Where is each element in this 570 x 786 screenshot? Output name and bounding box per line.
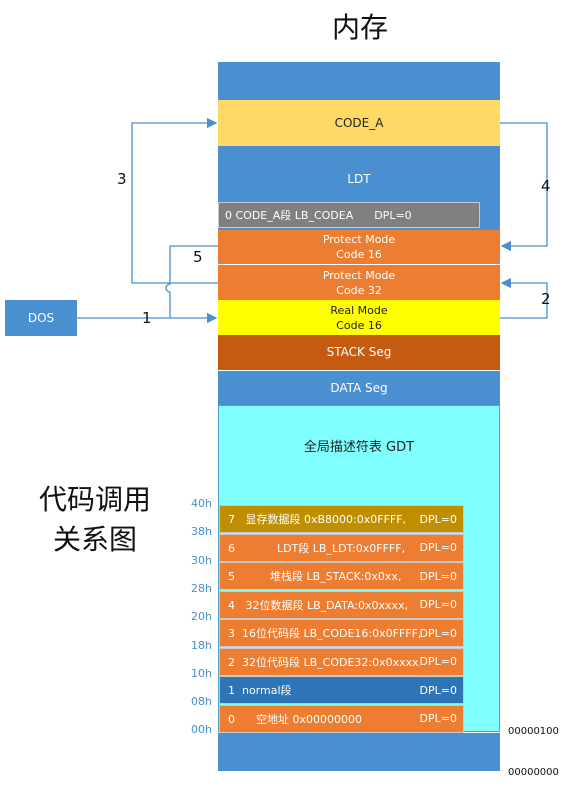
gdt-offset-label: 18h	[191, 638, 212, 652]
gdt-row-dpl: DPL=0	[419, 626, 457, 640]
gdt-row-descriptor: 6 LDT段 LB_LDT:0x0FFFF,	[228, 541, 406, 555]
gdt-row-descriptor: 4 32位数据段 LB_DATA:0x0xxxx,	[228, 598, 409, 612]
data-segment: DATA Seg	[218, 370, 500, 405]
gdt-row-descriptor: 2 32位代码段 LB_CODE32:0x0xxxx,	[228, 655, 420, 669]
protect32-line-1: Protect Mode	[322, 268, 396, 282]
protect32-line-2: Code 32	[336, 283, 382, 297]
gdt-row-dpl: DPL=0	[419, 512, 457, 526]
gdt-row-dpl: DPL=0	[419, 541, 457, 554]
arrow-label-5: 5	[193, 248, 203, 266]
gdt-row: 3 16位代码段 LB_CODE16:0x0FFFF,DPL=0	[219, 619, 464, 647]
gdt-row-descriptor: 7 显存数据段 0xB8000:0x0FFFF,	[228, 513, 407, 526]
page-title: 内存	[331, 11, 388, 44]
stack-label: STACK Seg	[326, 345, 392, 359]
side-title-line-2: 关系图	[52, 523, 137, 556]
memory-top-block	[218, 62, 500, 100]
gdt-row-descriptor: 1 normal段	[228, 684, 292, 697]
gdt-row-descriptor: 0 空地址 0x00000000	[228, 712, 362, 726]
gdt-offset-label: 40h	[191, 497, 212, 510]
protect-mode-32-segment: Protect Mode Code 32	[218, 265, 500, 300]
dos-label: DOS	[27, 311, 55, 325]
data-label: DATA Seg	[330, 380, 388, 395]
arrow-label-4: 4	[541, 177, 551, 195]
address-00000100: 00000100	[508, 726, 559, 737]
gdt-row: 7 显存数据段 0xB8000:0x0FFFF, DPL=0	[219, 505, 464, 533]
gdt-offset-label: 10h	[191, 666, 212, 680]
protect-mode-16-segment: Protect Mode Code 16	[218, 230, 500, 265]
arrow-label-1: 1	[142, 309, 152, 327]
gdt-row: 5 堆栈段 LB_STACK:0x0xx, DPL=0	[219, 562, 464, 590]
side-title: 代码调用 关系图	[20, 480, 170, 560]
arrow-2	[500, 277, 548, 319]
gdt-offset-label: 20h	[191, 610, 212, 624]
gdt-row-dpl: DPL=0	[419, 655, 457, 668]
code-a-label: CODE_A	[334, 115, 384, 130]
real-mode-segment: Real Mode Code 16	[218, 300, 500, 335]
gdt-row: 2 32位代码段 LB_CODE32:0x0xxxx,DPL=0	[219, 647, 464, 676]
arrow-label-3: 3	[117, 170, 127, 188]
gdt-offset-label: 08h	[191, 695, 212, 709]
gdt-offset-label: 28h	[191, 581, 212, 595]
gdt-row-descriptor: 5 堆栈段 LB_STACK:0x0xx,	[228, 570, 402, 583]
gdt-row-dpl: DPL=0	[419, 569, 457, 583]
ldt-entry-label: 0 CODE_A段 LB_CODEA DPL=0	[225, 208, 412, 222]
realmode-line-1: Real Mode	[330, 303, 388, 317]
gdt-offset-label: 00h	[191, 723, 212, 737]
stack-segment: STACK Seg	[218, 335, 500, 370]
gdt-offset-label: 38h	[191, 525, 212, 539]
gdt-row: 4 32位数据段 LB_DATA:0x0xxxx, DPL=0	[219, 590, 464, 619]
gdt-row-dpl: DPL=0	[419, 598, 457, 611]
dos-box: DOS	[5, 300, 77, 336]
address-00000000: 00000000	[508, 767, 559, 778]
gdt-row-dpl: DPL=0	[419, 712, 457, 725]
gdt-offset-label: 30h	[191, 553, 212, 567]
code-a-segment: CODE_A	[218, 100, 500, 146]
ldt-label: LDT	[347, 172, 371, 186]
arrow-5	[165, 245, 218, 318]
gdt-title: 全局描述符表 GDT	[303, 440, 415, 455]
arrow-4	[500, 122, 548, 252]
side-title-line-1: 代码调用	[38, 483, 151, 516]
gdt-row-dpl: DPL=0	[419, 683, 457, 697]
gdt-row-descriptor: 3 16位代码段 LB_CODE16:0x0FFFF,	[228, 627, 420, 640]
ldt-entry: 0 CODE_A段 LB_CODEA DPL=0	[218, 202, 480, 228]
arrow-label-2: 2	[541, 290, 551, 308]
gdt-row: 1 normal段 DPL=0	[219, 676, 464, 704]
protect16-line-2: Code 16	[336, 248, 382, 261]
protect16-line-1: Protect Mode	[322, 233, 396, 246]
gdt-row: 6 LDT段 LB_LDT:0x0FFFF, DPL=0	[219, 533, 464, 562]
gdt-row: 0 空地址 0x00000000 DPL=0	[219, 704, 464, 733]
arrow-3	[131, 117, 218, 284]
realmode-line-2: Code 16	[336, 318, 382, 332]
memory-bottom-block	[218, 733, 500, 771]
